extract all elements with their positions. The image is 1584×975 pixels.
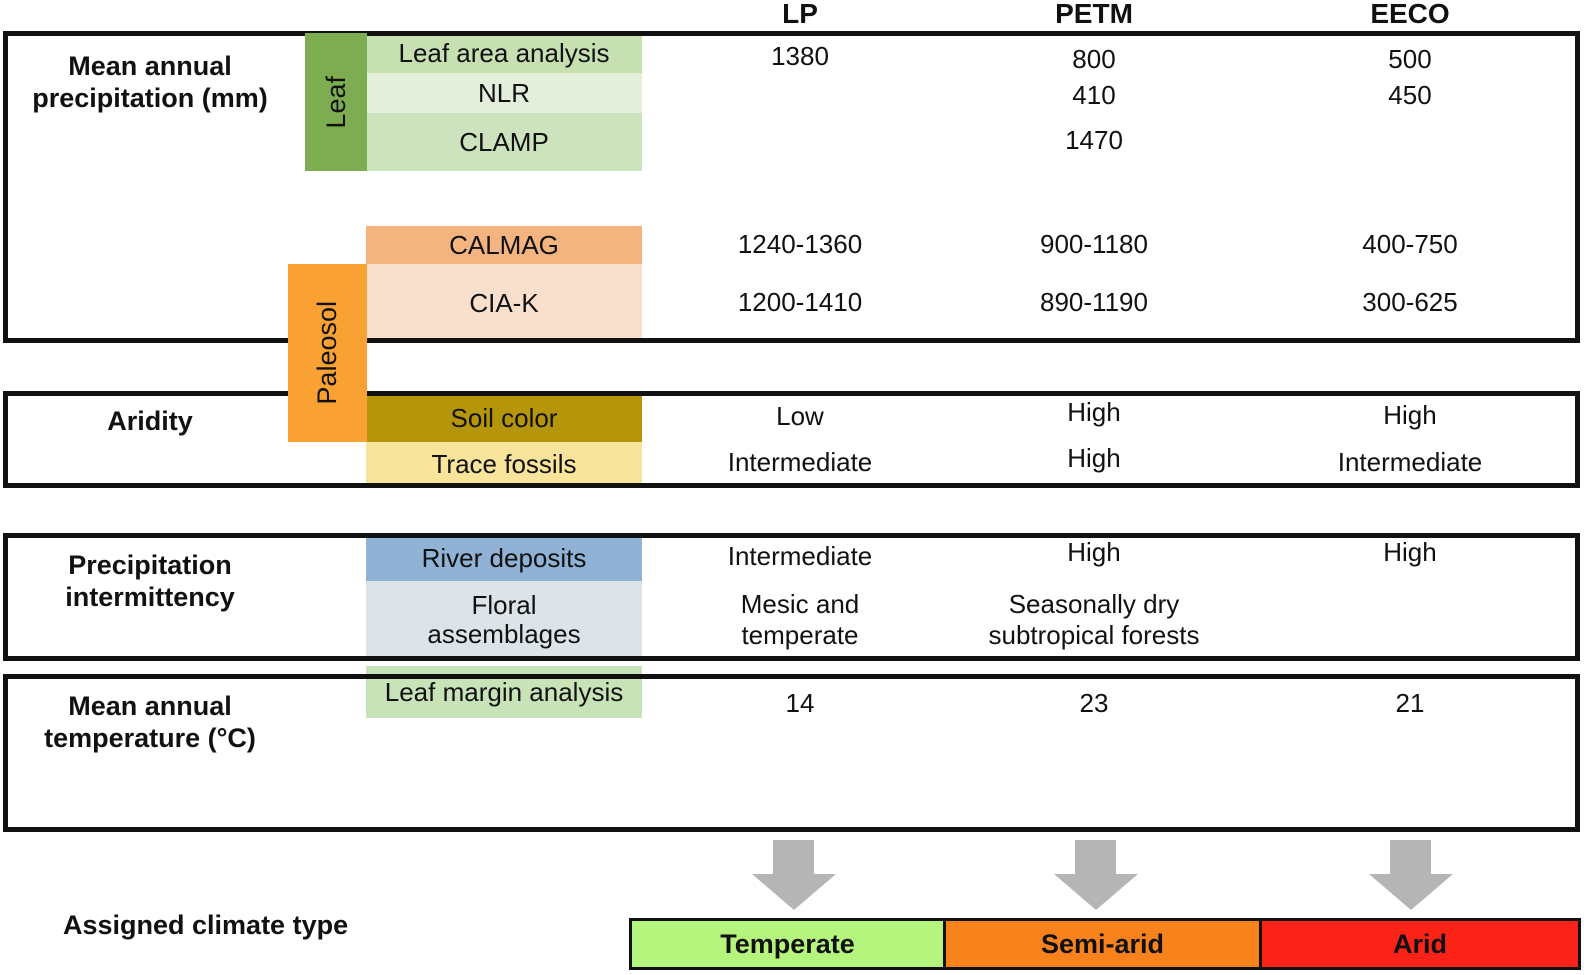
section-title-aridity: Aridity <box>107 406 193 436</box>
row-label-trace-fossils: Trace fossils <box>366 442 642 487</box>
cell-leaf-area-petm: 800 <box>1072 44 1116 74</box>
cell-river-deposits-eeco: High <box>1383 537 1437 567</box>
cell-leaf-margin-eeco: 21 <box>1395 688 1425 718</box>
section-box-intermittency <box>3 533 1580 661</box>
cell-cia-k-eeco: 300-625 <box>1362 287 1458 317</box>
cell-floral-petm: Seasonally dry subtropical forests <box>988 589 1200 650</box>
climate-box-semi-arid: Semi-arid <box>943 918 1262 970</box>
row-label-leaf-area-analysis: Leaf area analysis <box>366 33 642 73</box>
leaf-group-label: Leaf <box>320 75 351 129</box>
down-arrow-icon <box>752 840 836 915</box>
leaf-group-tab: Leaf <box>305 33 367 171</box>
cell-calmag-eeco: 400-750 <box>1362 229 1458 259</box>
row-label-nlr: NLR <box>366 73 642 113</box>
climate-box-arid: Arid <box>1259 918 1581 970</box>
cell-trace-fossils-lp: Intermediate <box>727 447 873 477</box>
cell-leaf-area-eeco: 500 <box>1388 44 1432 74</box>
cell-soil-color-petm: High <box>1067 397 1121 427</box>
section-title-temperature: Mean annual temperature (°C) <box>44 691 256 753</box>
row-label-floral-assemblages: Floral assemblages <box>366 581 642 659</box>
row-label-river-deposits: River deposits <box>366 536 642 581</box>
section-box-aridity <box>3 391 1580 488</box>
cell-floral-lp: Mesic and temperate <box>740 589 860 650</box>
cell-river-deposits-petm: High <box>1067 537 1121 567</box>
cell-nlr-eeco: 450 <box>1388 80 1432 110</box>
row-label-soil-color: Soil color <box>366 394 642 442</box>
cell-cia-k-petm: 890-1190 <box>1040 287 1148 317</box>
column-header-petm: PETM <box>1055 0 1133 29</box>
cell-nlr-petm: 410 <box>1072 80 1116 110</box>
column-header-lp: LP <box>782 0 818 29</box>
row-label-cia-k: CIA-K <box>366 264 642 343</box>
section-box-precipitation <box>3 31 1580 343</box>
cell-trace-fossils-petm: High <box>1067 443 1121 473</box>
cell-leaf-area-lp: 1380 <box>771 41 829 71</box>
cell-river-deposits-lp: Intermediate <box>727 541 873 571</box>
section-title-intermittency: Precipitation intermittency <box>65 550 235 612</box>
down-arrow-icon <box>1054 840 1138 915</box>
cell-trace-fossils-eeco: Intermediate <box>1337 447 1483 477</box>
paleosol-group-tab: Paleosol <box>288 264 367 442</box>
cell-calmag-lp: 1240-1360 <box>737 229 863 259</box>
cell-clamp-petm: 1470 <box>1065 125 1123 155</box>
down-arrow-icon <box>1369 840 1453 915</box>
cell-soil-color-lp: Low <box>776 401 824 431</box>
climate-box-temperate: Temperate <box>629 918 946 970</box>
row-label-clamp: CLAMP <box>366 113 642 171</box>
cell-leaf-margin-petm: 23 <box>1079 688 1109 718</box>
cell-leaf-margin-lp: 14 <box>785 688 815 718</box>
column-header-eeco: EECO <box>1370 0 1450 29</box>
cell-calmag-petm: 900-1180 <box>1040 229 1148 259</box>
assigned-climate-type-label: Assigned climate type <box>63 910 349 940</box>
section-title-precipitation: Mean annual precipitation (mm) <box>32 51 268 113</box>
cell-soil-color-eeco: High <box>1383 400 1437 430</box>
section-box-temperature <box>3 674 1580 832</box>
cell-cia-k-lp: 1200-1410 <box>737 287 863 317</box>
paleosol-group-label: Paleosol <box>312 301 342 405</box>
row-label-calmag: CALMAG <box>366 226 642 264</box>
